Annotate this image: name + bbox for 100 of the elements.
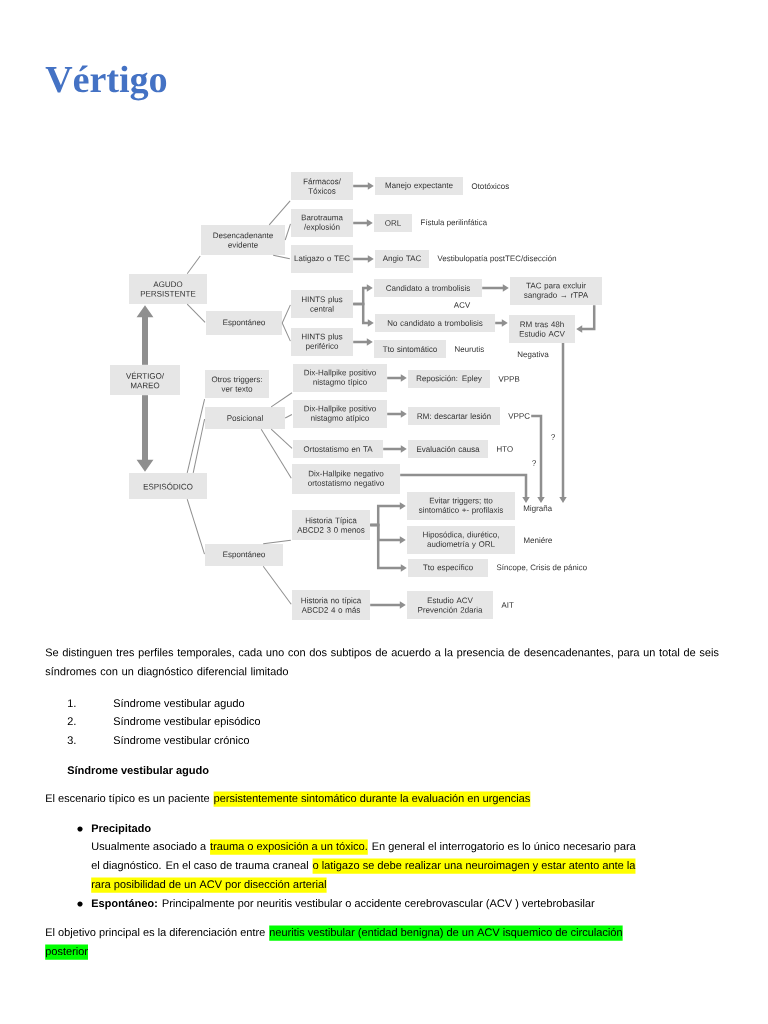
connector-line (270, 392, 293, 408)
arrow (387, 374, 407, 382)
process-box: Fármacos/ Tóxicos (291, 172, 353, 200)
list-number: 1. (68, 699, 76, 707)
process-box: RM: descartar lesión (408, 407, 500, 425)
diagnosis-label: Migraña (523, 505, 553, 513)
process-box: Ortostatismo en TA (293, 440, 383, 458)
arrow (576, 305, 596, 333)
connector-line (262, 539, 292, 545)
title: Vértigo (45, 65, 167, 101)
body-text: Síndrome vestibular agudo (113, 698, 245, 710)
arrow (387, 410, 407, 418)
arrow (353, 219, 373, 227)
process-box: Tto específico (408, 559, 488, 577)
arrow (559, 343, 567, 503)
process-box: AGUDO PERSISTENTE (129, 274, 207, 304)
body-text: El objetivo principal es la diferenciación entre (46, 927, 265, 939)
connector-line (262, 565, 292, 605)
process-box: Manejo expectante (375, 177, 463, 195)
arrow (353, 255, 374, 263)
highlighted-text: o latigazo se debe realizar una neuroimagen y estar atento ante la (312, 858, 636, 874)
process-box: Dix-Hallpike positivo nistagmo típico (293, 364, 387, 392)
side-note: Fístula perilinfática (421, 219, 488, 227)
process-box: Posicional (205, 407, 285, 429)
body-text: El escenario típico es un paciente (46, 793, 210, 805)
process-box: No candidato a trombolisis (375, 314, 495, 332)
connector-line (186, 498, 205, 555)
connector-line (284, 413, 293, 419)
process-box: Otros triggers: ver texto (205, 370, 269, 398)
arrow (353, 182, 374, 190)
process-box: Candidato a trombolisis (374, 279, 482, 297)
arrow (353, 302, 374, 327)
arrow (531, 414, 545, 503)
arrow (370, 601, 406, 609)
arrow (495, 319, 508, 327)
highlighted-text: neuritis vestibular (entidad benigna) de un ACV isquemico de circulación (269, 925, 623, 941)
connector-line (192, 418, 206, 474)
process-box: Evitar triggers; tto sintomático +- profilaxis (407, 492, 515, 520)
connector-line (268, 200, 291, 226)
body-text: Espontáneo: Principalmente por neuritis vestibular o accidente cerebrovascular (ACV ) vertebrobasilar (91, 898, 595, 910)
edge-label: ? (530, 459, 538, 467)
arrow (353, 338, 373, 346)
process-box: Latigazo o TEC (291, 245, 353, 273)
process-box: Tto sintomático (374, 340, 446, 358)
side-note: HTO (497, 446, 513, 452)
diagnosis-label: VPPC (508, 413, 530, 419)
process-box: Espontáneo (205, 544, 283, 566)
process-box: Barotrauma /explosión (291, 209, 353, 237)
process-box: Historia Típica ABCD2 3 0 menos (292, 510, 370, 540)
side-note: Meniére (524, 537, 552, 543)
process-box: Angio TAC (375, 250, 429, 268)
process-box: Desencadenante evidente (201, 225, 285, 255)
connector-line (270, 428, 293, 449)
process-box: Evaluación causa (408, 440, 488, 458)
edge-label: Negativa (516, 350, 550, 360)
side-note: VPPB (498, 376, 520, 382)
connector-line (272, 254, 291, 260)
connector-line (186, 255, 201, 275)
process-box: ORL (374, 214, 412, 232)
process-box: TAC para excluir sangrado → rTPA (510, 277, 602, 305)
side-note: Ototóxicos (471, 183, 509, 189)
arrow (370, 523, 407, 572)
connector-line (281, 304, 291, 324)
body-text: Usualmente asociado a (92, 842, 207, 851)
connector-line (284, 223, 291, 241)
highlighted-text: posterior (45, 944, 88, 960)
process-box: Reposición: Epley (408, 370, 490, 388)
heading: Síndrome vestibular agudo (67, 765, 209, 777)
connector-line (260, 428, 292, 479)
arrow (383, 445, 407, 453)
process-box: Espontáneo (206, 311, 282, 335)
highlighted-text: trauma o exposición a un tóxico. (210, 839, 368, 855)
heading: Precipitado (91, 824, 151, 835)
arrow (400, 473, 530, 503)
process-box: HINTS plus periférico (291, 328, 353, 356)
edge-label: ? (549, 433, 557, 441)
side-note: Vestibulopatía postTEC/disección (437, 255, 557, 263)
process-box: HINTS plus central (291, 290, 353, 318)
list-number: 2. (67, 717, 76, 725)
process-box: Estudio ACV Prevención 2daria (407, 591, 493, 619)
side-note: AIT (501, 602, 514, 608)
process-box: RM tras 48h Estudio ACV (509, 315, 575, 343)
body-text: Síndrome vestibular crónico (113, 735, 250, 745)
arrow (482, 284, 509, 292)
body-text: Síndrome vestibular episódico (113, 716, 261, 728)
process-box: ESPISÓDICO (129, 473, 207, 499)
process-box: VÉRTIGO/ MAREO (110, 365, 180, 395)
connector-line (186, 303, 206, 323)
process-box: Dix-Hallpike negativo ortostatismo negativo (292, 464, 400, 494)
connector-line (186, 398, 206, 474)
highlighted-text: rara posibilidad de un ACV por disección arterial (91, 877, 327, 893)
side-note: Síncope, Crisis de pánico (496, 564, 587, 572)
list-number: 3. (67, 736, 76, 745)
edge-label: ACV (452, 301, 472, 309)
body-text: el diagnóstico. En el caso de trauma craneal (91, 860, 308, 872)
process-box: Dix-Hallpike positivo nistagmo atípico (293, 400, 387, 428)
process-box: Hiposódica, diurético, audiometría y ORL (407, 526, 515, 554)
connector-line (281, 322, 291, 342)
body-text: En general el interrogatorio es lo único necesario para (372, 841, 636, 853)
process-box: Historia no típica ABCD2 4 o más (292, 590, 370, 620)
